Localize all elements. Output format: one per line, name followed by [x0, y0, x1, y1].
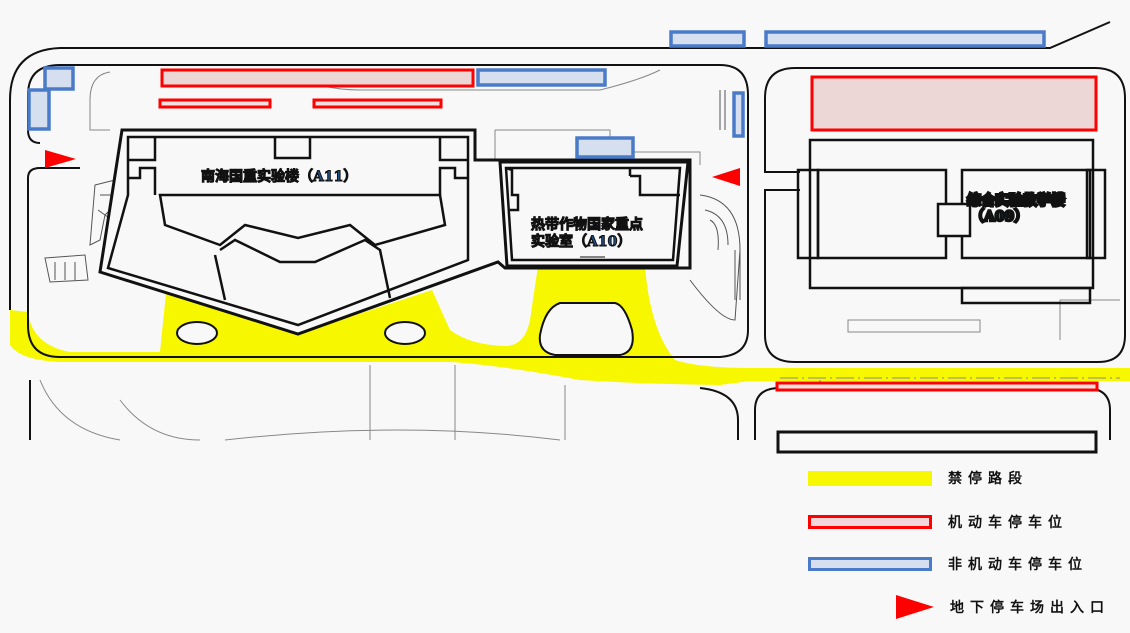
building-a10-label-line1: 热带作物国家重点 [531, 216, 643, 233]
underground-parking-entrance-icon [712, 168, 740, 186]
motor-parking-spot [158, 98, 272, 109]
legend-item-no-parking: 禁停路段 [808, 468, 1128, 488]
bicycle-parking-spot [732, 91, 745, 138]
bicycle-parking-spots [27, 30, 1046, 159]
legend-label: 机动车停车位 [948, 515, 1068, 531]
red-triangle-icon [896, 595, 934, 619]
legend-label: 禁停路段 [948, 471, 1028, 487]
legend-label: 非机动车停车位 [948, 557, 1088, 573]
building-a10: 热带作物国家重点 实验室（A10） [498, 160, 690, 268]
yellow-bar-icon [808, 470, 932, 486]
bicycle-parking-spot [476, 68, 607, 87]
bicycle-parking-spot [669, 30, 746, 48]
legend-item-bicycle-parking: 非机动车停车位 [808, 554, 1128, 574]
no-parking-zone [10, 266, 1130, 385]
bicycle-parking-spot [43, 66, 75, 91]
legend-label: 地下停车场出入口 [950, 600, 1110, 616]
building-a11-label: 南海国重实验楼（A11） [201, 168, 357, 185]
motor-parking-spot [810, 75, 1098, 132]
bicycle-parking-spot [27, 88, 51, 131]
building-a09-label-line2: （A09） [970, 209, 1028, 225]
motor-parking-spot [775, 381, 1099, 392]
bicycle-parking-spot [764, 30, 1046, 48]
motor-parking-spot [312, 98, 443, 109]
landscape-detail [44, 90, 741, 321]
road-outlines [9, 21, 1126, 440]
legend-item-underground-entrance: 地下停车场出入口 [808, 595, 1128, 619]
building-a09: 综合实验教学楼 （A09） [796, 138, 1107, 305]
building-south [776, 430, 1098, 454]
red-box-icon [808, 515, 932, 529]
motor-parking-spot [160, 68, 475, 88]
motor-parking-spots [158, 68, 1099, 392]
underground-parking-entrance-icon [45, 150, 76, 168]
bicycle-parking-spot [575, 136, 635, 159]
blue-box-icon [808, 557, 932, 571]
legend-item-motor-parking: 机动车停车位 [808, 512, 1128, 532]
building-a09-label-line1: 综合实验教学楼 [967, 192, 1065, 209]
building-a10-label-line2: 实验室（A10） [531, 233, 631, 250]
